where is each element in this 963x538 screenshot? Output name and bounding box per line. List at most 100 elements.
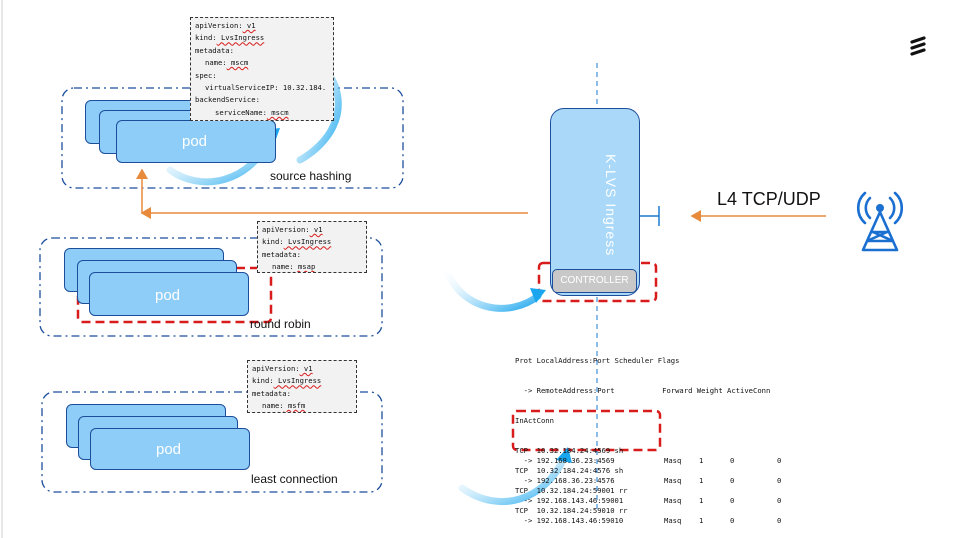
ipvs-inactive: 0 <box>777 456 782 465</box>
yaml-key: kind: <box>195 33 217 43</box>
ipvs-address: -> 192.168.36.23:4576 <box>515 476 615 485</box>
ipvs-weight: 1 <box>699 476 704 485</box>
ipvs-weight: 1 <box>699 496 704 505</box>
l4-protocol-label: L4 TCP/UDP <box>717 189 821 209</box>
yaml-line: kind: LvsIngress <box>262 236 362 248</box>
ipvs-active: 0 <box>730 516 735 525</box>
pod-label: pod <box>155 287 181 304</box>
yaml-line: name: msap <box>262 261 362 272</box>
controller-box: CONTROLLER <box>552 269 637 293</box>
ipvs-inactive: 0 <box>777 476 782 485</box>
yaml-line: virtualServiceIP: 10.32.184. <box>195 82 329 94</box>
yaml-line: kind: LvsIngress <box>252 375 352 387</box>
yaml-key: serviceName: <box>215 107 267 117</box>
yaml-value: LvsIngress <box>283 237 332 247</box>
yaml-value: LvsIngress <box>216 33 265 43</box>
ipvs-forward: Masq <box>664 476 682 485</box>
frame-round-robin <box>39 237 383 337</box>
yaml-key: virtualServiceIP: <box>205 83 279 93</box>
yaml-key: metadata: <box>252 388 291 398</box>
ipvs-address: TCP 10.32.184.24:59010 rr <box>515 506 628 515</box>
ipvs-address: TCP 10.32.184.24:4569 sh <box>515 446 624 455</box>
yaml-line: name: msfm <box>252 400 352 412</box>
pod-label: pod <box>156 441 182 458</box>
yaml-line: name: mscm <box>195 57 329 69</box>
frame-source-hashing <box>61 87 404 189</box>
yaml-key: apiVersion: <box>252 364 300 373</box>
curved-arrow-ipvs-head <box>556 447 572 463</box>
caption-least-connection: least connection <box>251 472 338 486</box>
ipvs-header: -> RemoteAddress:Port Forward Weight Act… <box>515 386 771 395</box>
pod-card-front: pod <box>90 428 250 470</box>
caption-round-robin: round robin <box>250 317 311 331</box>
yaml-value: mscm <box>226 58 249 68</box>
yaml-value: msfm <box>283 401 306 411</box>
yaml-value: 10.32.184. <box>278 83 327 93</box>
caption-source-hashing: source hashing <box>270 169 352 183</box>
yaml-key: apiVersion: <box>262 225 310 234</box>
ipvs-header: InActConn <box>515 416 554 425</box>
yaml-key: kind: <box>262 237 284 247</box>
yaml-key: kind: <box>252 376 274 386</box>
yaml-value: v1 <box>242 21 256 30</box>
yaml-value: msap <box>293 262 316 272</box>
ipvs-active: 0 <box>730 476 735 485</box>
curved-arrow-controller-head <box>530 288 546 303</box>
yaml-line: metadata: <box>262 249 362 261</box>
ipvs-row: TCP 10.32.184.24:4576 sh <box>515 466 770 476</box>
ipvs-row: -> 192.168.143.46:59010 Masq 1 0 0 <box>515 516 782 526</box>
yaml-key: metadata: <box>195 45 234 55</box>
yaml-line: serviceName: mscm <box>195 107 329 119</box>
ipvs-forward: Masq <box>664 496 682 505</box>
yaml-value: v1 <box>299 364 313 373</box>
yaml-key: name: <box>272 262 294 272</box>
klvs-ingress-box: K-LVS Ingress CONTROLLER <box>550 108 640 296</box>
ipvs-inactive: 0 <box>777 516 782 525</box>
highlight-ipvs-rows <box>511 409 662 452</box>
radio-tower-icon <box>856 191 904 252</box>
ericsson-logo-icon <box>910 36 926 56</box>
curved-arrow-controller <box>441 262 542 312</box>
yaml-line: metadata: <box>195 45 329 57</box>
ipvs-forward: Masq <box>664 456 682 465</box>
yaml-line: metadata: <box>252 388 352 400</box>
pod-label: pod <box>182 133 208 150</box>
ipvs-row: TCP 10.32.184.24:4569 sh <box>515 446 770 456</box>
ipvs-table: Prot LocalAddress:Port Scheduler Flags -… <box>515 336 782 536</box>
yaml-line: apiVersion: v1 <box>252 363 352 375</box>
ipvs-rows: TCP 10.32.184.24:4569 sh -> 192.168.36.2… <box>515 446 782 526</box>
ipvs-header: Prot LocalAddress:Port Scheduler Flags <box>515 356 680 365</box>
ipvs-address: TCP 10.32.184.24:4576 sh <box>515 466 624 475</box>
yaml-line: apiVersion: v1 <box>262 224 362 236</box>
pod-card-front: pod <box>116 120 276 163</box>
ipvs-address: -> 192.168.143.46:59001 <box>515 496 624 505</box>
ipvs-weight: 1 <box>699 456 704 465</box>
yaml-line: kind: LvsIngress <box>195 32 329 44</box>
yaml-line: apiVersion: v1 <box>195 20 329 32</box>
ipvs-weight: 1 <box>699 516 704 525</box>
ipvs-address: TCP 10.32.184.24:59001 rr <box>515 486 628 495</box>
ipvs-row: TCP 10.32.184.24:59001 rr <box>515 486 770 496</box>
ipvs-inactive: 0 <box>777 496 782 505</box>
yaml-value: mscm <box>266 107 289 117</box>
yaml-value: v1 <box>309 225 323 234</box>
yaml-key: apiVersion: <box>195 21 243 30</box>
ipvs-row: -> 192.168.36.23:4576 Masq 1 0 0 <box>515 476 782 486</box>
ipvs-row: -> 192.168.143.46:59001 Masq 1 0 0 <box>515 496 782 506</box>
ipvs-active: 0 <box>730 456 735 465</box>
yaml-key: spec: <box>195 70 217 80</box>
ipvs-active: 0 <box>730 496 735 505</box>
frame-least-connection <box>41 391 383 493</box>
ipvs-forward: Masq <box>664 516 682 525</box>
yaml-key: backendService: <box>195 95 260 105</box>
yaml-line: spec: <box>195 70 329 82</box>
curved-arrow-ipvs <box>458 454 568 506</box>
yaml-key: metadata: <box>262 249 301 259</box>
pod-card-front: pod <box>89 272 249 316</box>
ipvs-address: -> 192.168.143.46:59010 <box>515 516 624 525</box>
yaml-key: name: <box>205 58 227 68</box>
